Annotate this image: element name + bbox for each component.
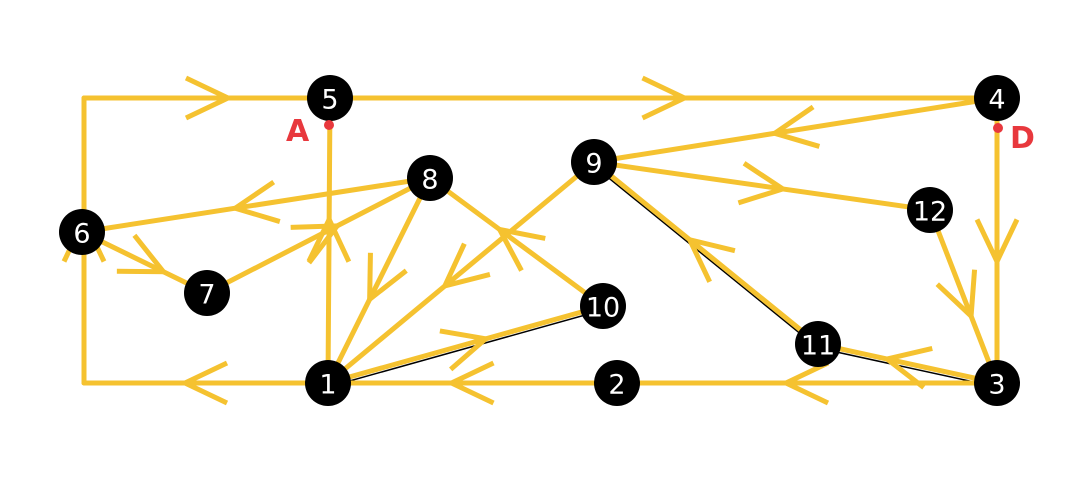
edge-6-7 bbox=[79, 229, 210, 296]
point-label: D bbox=[1010, 121, 1035, 156]
point-marker bbox=[993, 123, 1003, 133]
thin-edge-1-10 bbox=[327, 309, 604, 388]
arrow-icon bbox=[116, 233, 169, 275]
arrow-icon bbox=[769, 104, 821, 149]
arrow-icon bbox=[439, 328, 492, 372]
node-3 bbox=[974, 360, 1020, 406]
node-12 bbox=[907, 187, 953, 233]
arrow-icon bbox=[306, 213, 352, 263]
node-label: 5 bbox=[321, 85, 338, 116]
node-label: 10 bbox=[586, 293, 620, 324]
node-label: 6 bbox=[73, 219, 90, 250]
node-label: 2 bbox=[608, 370, 625, 401]
edge-12-3 bbox=[927, 207, 1000, 386]
node-10 bbox=[580, 283, 626, 329]
thin-edge-9-11 bbox=[593, 165, 819, 349]
arrow-icon bbox=[737, 161, 789, 206]
arrow-icon bbox=[367, 252, 408, 305]
arrow-icon bbox=[445, 360, 495, 406]
edge-10-8 bbox=[427, 175, 606, 309]
arrow-icon bbox=[290, 223, 343, 265]
arrow-icon bbox=[935, 269, 978, 322]
arrow-icon bbox=[184, 75, 234, 121]
node-7 bbox=[184, 270, 230, 316]
arrow-icon bbox=[494, 226, 546, 272]
point-marker bbox=[324, 120, 334, 130]
node-label: 7 bbox=[198, 280, 215, 311]
edge-4-9 bbox=[591, 95, 1000, 165]
edge-3-11 bbox=[815, 341, 1000, 386]
node-2 bbox=[594, 360, 640, 406]
edge-9-1 bbox=[325, 159, 597, 386]
node-label: 1 bbox=[319, 370, 336, 401]
edge-7-8 bbox=[204, 175, 433, 296]
arrow-icon bbox=[641, 75, 691, 121]
node-label: 8 bbox=[421, 165, 438, 196]
edge-8-6 bbox=[79, 175, 433, 235]
node-1 bbox=[305, 360, 351, 406]
node-label: 3 bbox=[988, 370, 1005, 401]
edge-8-1 bbox=[325, 175, 433, 386]
arrow-icon bbox=[881, 345, 933, 390]
arrow-icon bbox=[780, 360, 830, 406]
edge-1-10 bbox=[325, 303, 606, 386]
edge-9-12 bbox=[591, 159, 933, 213]
node-label: 12 bbox=[913, 197, 947, 228]
point-label: A bbox=[286, 114, 310, 149]
node-4 bbox=[974, 75, 1020, 121]
node-8 bbox=[407, 155, 453, 201]
arrow-icon bbox=[974, 218, 1020, 268]
node-label: 9 bbox=[585, 149, 602, 180]
node-label: 4 bbox=[988, 85, 1005, 116]
node-label: 11 bbox=[801, 331, 835, 362]
node-9 bbox=[571, 139, 617, 185]
node-11 bbox=[795, 321, 841, 367]
arrow-icon bbox=[685, 236, 736, 283]
arrow-icon bbox=[179, 360, 229, 406]
edge-11-9 bbox=[591, 159, 821, 347]
node-5 bbox=[307, 75, 353, 121]
node-6 bbox=[59, 209, 105, 255]
arrow-icon bbox=[440, 242, 491, 290]
arrow-icon bbox=[229, 179, 281, 224]
